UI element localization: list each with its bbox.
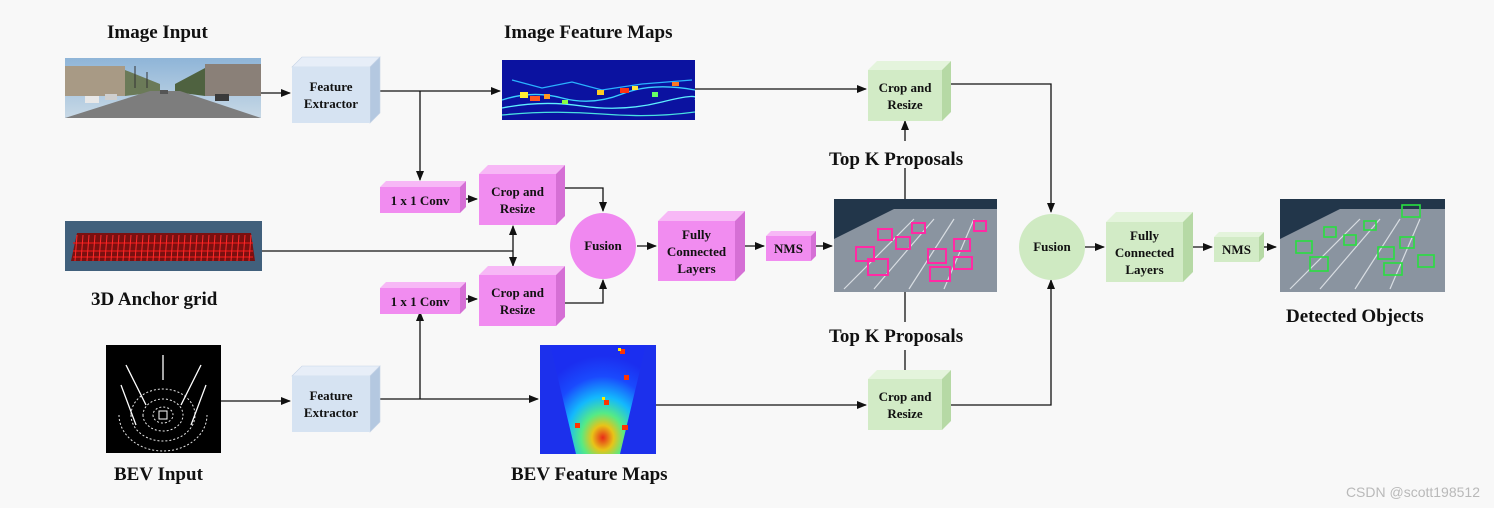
fully-connected-second-stage-label: Fully Connected Layers bbox=[1114, 227, 1175, 277]
crop-resize-bev-branch-label: Crop and Resize bbox=[491, 284, 544, 317]
conv-1x1-top-label: 1 x 1 Conv bbox=[390, 192, 450, 208]
conv-1x1-top: 1 x 1 Conv bbox=[380, 181, 466, 213]
anchor-grid-image bbox=[65, 221, 262, 271]
conv-1x1-bottom: 1 x 1 Conv bbox=[380, 282, 466, 314]
anchor-grid-title: 3D Anchor grid bbox=[91, 289, 218, 310]
nms-rpn-label: NMS bbox=[774, 241, 803, 256]
nms-rpn: NMS bbox=[766, 231, 816, 261]
nms-second-stage: NMS bbox=[1214, 232, 1264, 262]
top-k-proposals-image bbox=[834, 199, 997, 292]
bev-input-image bbox=[106, 345, 221, 453]
top-k-proposals-lower: Top K Proposals bbox=[829, 326, 964, 347]
crop-resize-second-stage-bev: Crop and Resize bbox=[868, 370, 951, 430]
crop-resize-second-stage-image: Crop and Resize bbox=[868, 61, 951, 121]
crop-resize-image-branch-label: Crop and Resize bbox=[491, 183, 544, 216]
feature-extractor-bottom-label: Feature Extractor bbox=[303, 388, 359, 420]
bev-input-title: BEV Input bbox=[114, 464, 203, 485]
image-feature-map bbox=[502, 60, 695, 120]
watermark: CSDN @scott198512 bbox=[1345, 484, 1480, 500]
fusion-node-rpn: Fusion bbox=[570, 213, 636, 279]
bev-feature-maps-title: BEV Feature Maps bbox=[511, 464, 668, 485]
fully-connected-rpn: Fully Connected Layers bbox=[658, 211, 745, 281]
crop-resize-second-stage-bev-label: Crop and Resize bbox=[878, 388, 932, 421]
crop-resize-second-stage-image-label: Crop and Resize bbox=[878, 79, 932, 112]
bev-feature-map bbox=[540, 345, 656, 454]
image-input-title: Image Input bbox=[107, 22, 208, 43]
detected-objects-image bbox=[1280, 199, 1445, 292]
fully-connected-rpn-label: Fully Connected Layers bbox=[666, 226, 727, 276]
fusion-node-second-stage: Fusion bbox=[1019, 214, 1085, 280]
feature-extractor-top: Feature Extractor bbox=[291, 56, 381, 124]
conv-1x1-bottom-label: 1 x 1 Conv bbox=[390, 293, 450, 309]
nms-second-stage-label: NMS bbox=[1222, 242, 1251, 257]
top-k-proposals-upper: Top K Proposals bbox=[829, 149, 964, 170]
image-feature-maps-title: Image Feature Maps bbox=[504, 22, 673, 43]
feature-extractor-top-label: Feature Extractor bbox=[303, 79, 359, 111]
feature-extractor-bottom: Feature Extractor bbox=[291, 365, 381, 433]
crop-resize-bev-branch: Crop and Resize bbox=[479, 266, 565, 326]
camera-image bbox=[65, 58, 261, 118]
crop-resize-image-branch: Crop and Resize bbox=[479, 165, 565, 225]
detected-objects-title: Detected Objects bbox=[1286, 306, 1424, 327]
fully-connected-second-stage: Fully Connected Layers bbox=[1106, 212, 1193, 282]
